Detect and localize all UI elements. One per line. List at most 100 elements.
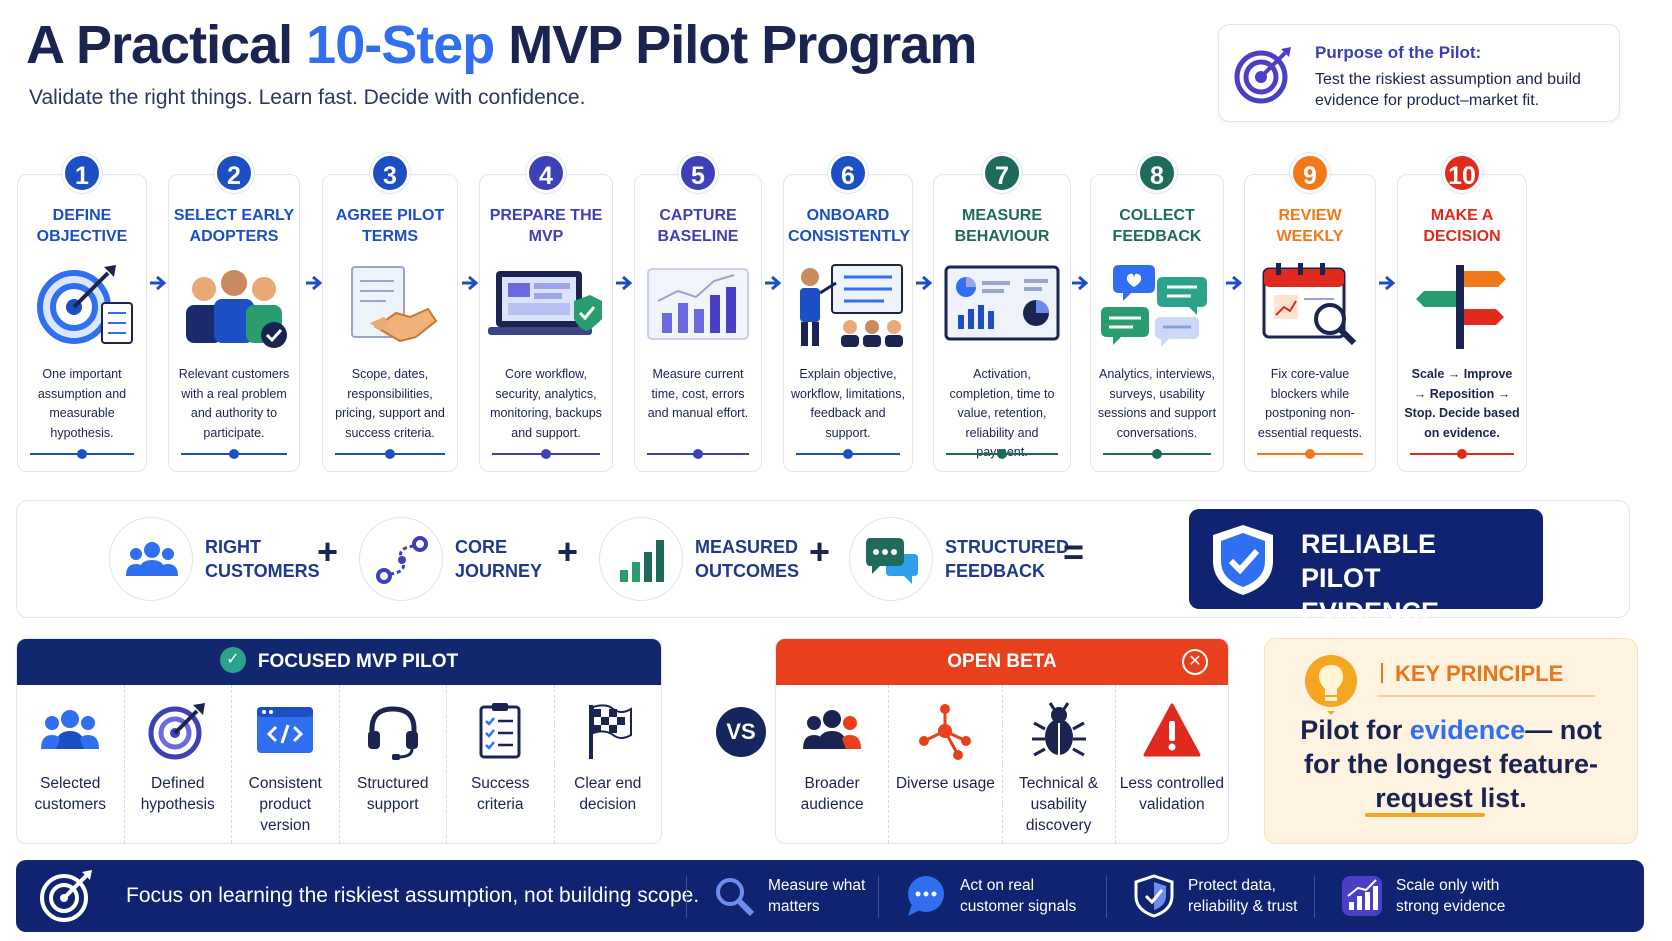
purpose-box: Purpose of the Pilot: Test the riskiest …	[1218, 24, 1620, 122]
step-number-badge: 2	[214, 153, 254, 193]
journey-icon	[376, 536, 428, 584]
footer-bar: Focus on learning the riskiest assumptio…	[16, 860, 1644, 932]
focused-item: Selected customers	[17, 685, 125, 843]
handshake-icon	[351, 266, 438, 343]
check-circle-icon: ✓	[219, 646, 246, 673]
beta-item: Broader audience	[776, 685, 890, 843]
arrow-right-icon	[1072, 275, 1089, 291]
calendar-search-icon	[1262, 263, 1357, 346]
equals-sign: =	[1063, 531, 1085, 572]
focused-item: Clear end decision	[555, 685, 662, 843]
step-number-badge: 4	[526, 153, 566, 193]
purpose-text: Test the riskiest assumption and build e…	[1315, 71, 1581, 109]
evidence-equation: RIGHT CUSTOMERS + CORE JOURNEY + MEASURE…	[16, 500, 1630, 627]
step-card-9: 9 REVIEW WEEKLY Fix core-value blockers …	[1244, 153, 1376, 472]
quote-highlight-bar	[1365, 813, 1485, 817]
title-underline	[1377, 695, 1595, 697]
step-title: REVIEW WEEKLY	[1276, 207, 1344, 245]
step-title: MAKE A DECISION	[1423, 207, 1501, 245]
arrow-right-icon	[616, 275, 633, 291]
step-description: Explain objective, workflow, limitations…	[791, 367, 905, 440]
focused-item: Success criteria	[447, 685, 555, 843]
quote-text-end: — not for the longest feature-request li…	[1303, 715, 1602, 813]
lightbulb-icon	[1305, 655, 1357, 715]
plus-sign: +	[809, 531, 831, 572]
focused-item-label: Consistent product version	[248, 775, 322, 834]
step-number-badge: 7	[982, 153, 1022, 193]
beta-item-label: Technical & usability discovery	[1018, 775, 1099, 834]
speech-bubbles-icon	[866, 538, 918, 584]
footer-item-label: Act on real customer signals	[960, 877, 1077, 915]
focused-item-label: Success criteria	[470, 775, 530, 813]
arrow-right-icon	[916, 275, 933, 291]
reliable-evidence-box: RELIABLE PILOT EVIDENCE	[1189, 509, 1543, 627]
beta-item: Diverse usage	[889, 685, 1003, 843]
group-icon	[126, 542, 178, 576]
group-icon	[41, 710, 100, 749]
step-card-4: 4 PREPARE THE MVP Core workflow, securit…	[479, 153, 613, 472]
step-dot	[1152, 449, 1162, 459]
equation-label: MEASURED OUTCOMES	[695, 537, 800, 581]
step-dot	[1457, 449, 1467, 459]
step-title: ONBOARD CONSISTENTLY	[788, 207, 911, 245]
step-number-badge: 6	[828, 153, 868, 193]
shield-check-icon	[1213, 525, 1273, 595]
equation-icon-circle	[359, 517, 443, 601]
bar-chart-icon	[647, 268, 749, 340]
step-description: Relevant customers with a real problem a…	[178, 367, 290, 440]
shield-icon	[1134, 874, 1174, 918]
step-dot	[541, 449, 551, 459]
focused-item-label: Defined hypothesis	[140, 775, 215, 813]
step-description: Activation, completion, time to value, r…	[949, 367, 1055, 459]
beta-item-label: Diverse usage	[895, 775, 995, 792]
step-dot	[385, 449, 395, 459]
plus-sign: +	[317, 531, 339, 572]
title-accent: 10-Step	[306, 15, 495, 75]
focused-item: Structured support	[340, 685, 447, 843]
vs-badge: VS	[716, 707, 766, 757]
footer-divider	[686, 876, 687, 918]
step-dot	[997, 449, 1007, 459]
focused-pilot-header: ✓ FOCUSED MVP PILOT	[17, 639, 661, 685]
step-title: DEFINE OBJECTIVE	[36, 207, 128, 245]
footer-item-label: Scale only with strong evidence	[1396, 877, 1506, 915]
open-beta-panel: OPEN BETA ✕ Broader audience Diverse usa…	[775, 638, 1229, 844]
growth-bars-icon	[620, 540, 664, 582]
footer-item-label: Measure what matters	[768, 877, 866, 915]
network-icon	[919, 704, 972, 760]
step-card-2: 2 SELECT EARLY ADOPTERS Relevant custome…	[168, 153, 300, 472]
key-principle-title: KEY PRINCIPLE	[1395, 661, 1564, 686]
target-icon	[37, 265, 133, 344]
footer-main-text: Focus on learning the riskiest assumptio…	[126, 884, 700, 907]
presentation-icon	[800, 264, 903, 347]
step-number-badge: 1	[62, 153, 102, 193]
step-description: Measure current time, cost, errors and m…	[647, 367, 749, 420]
step-title: PREPARE THE MVP	[489, 207, 603, 245]
focused-pilot-panel: ✓ FOCUSED MVP PILOT Selected customers De…	[16, 638, 662, 844]
dashboard-icon	[944, 265, 1060, 341]
footer-divider	[1106, 876, 1107, 918]
title-separator	[1381, 663, 1383, 683]
arrow-right-icon	[1226, 275, 1243, 291]
chat-icon	[908, 876, 944, 916]
focused-pilot-title: FOCUSED MVP PILOT	[257, 651, 459, 672]
step-number-badge: 10	[1442, 153, 1482, 193]
steps-row: 1 DEFINE OBJECTIVE One important assumpt…	[0, 150, 1672, 475]
step-card-5: 5 CAPTURE BASELINE Measure current time,…	[634, 153, 762, 472]
step-card-8: 8 COLLECT FEEDBACK Analytics, interviews…	[1090, 153, 1224, 472]
beta-item: Technical & usability discovery	[1003, 685, 1116, 843]
arrow-right-icon	[462, 275, 479, 291]
headset-icon	[367, 706, 418, 760]
equation-icon-circle	[849, 517, 933, 601]
signpost-icon	[1416, 265, 1506, 349]
step-description: One important assumption and measurable …	[37, 367, 127, 440]
equation-label: STRUCTURED FEEDBACK	[945, 537, 1069, 581]
step-number-badge: 3	[370, 153, 410, 193]
step-card-1: 1 DEFINE OBJECTIVE One important assumpt…	[17, 153, 147, 472]
quote-accent: evidence	[1409, 715, 1526, 745]
close-circle-icon: ✕	[1182, 649, 1208, 675]
step-description: Core workflow, security, analytics, moni…	[490, 367, 602, 440]
arrow-right-icon	[1379, 275, 1396, 291]
arrow-right-icon	[306, 275, 323, 291]
open-beta-header: OPEN BETA ✕	[776, 639, 1228, 685]
